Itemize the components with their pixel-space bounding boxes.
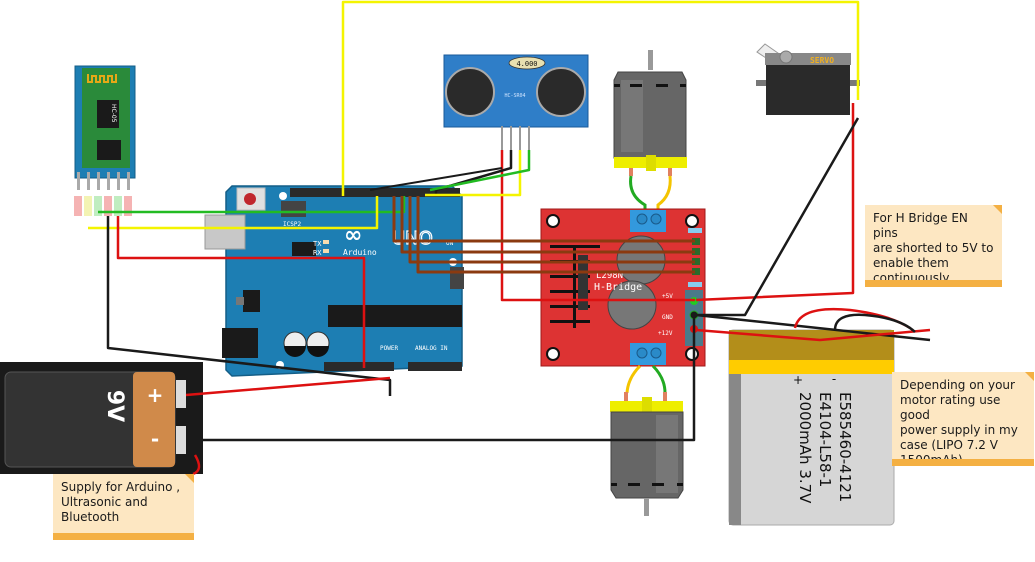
power-header (324, 362, 394, 371)
wire-9v-loop-red (192, 454, 201, 476)
wire-lipo-lead-red (793, 307, 911, 330)
battery-minus-label: - (151, 427, 159, 451)
svg-text:SERVO: SERVO (810, 56, 834, 65)
atmega-chip (328, 305, 462, 327)
svg-text:ANALOG IN: ANALOG IN (415, 345, 448, 352)
lipo-battery: + - E585460-4121 E4104-L58-1 2000mAh 3.7… (728, 329, 895, 526)
dc-motor-bottom (610, 392, 684, 516)
note-power-supply: Depending on your motor rating use good … (892, 372, 1034, 467)
wire-us-gnd-black (369, 167, 503, 191)
wire-in3-brown (408, 196, 695, 264)
svg-text:UNO: UNO (392, 228, 433, 249)
battery-plus-label: + (147, 383, 164, 407)
dc-jack (222, 328, 258, 358)
svg-text:+12V: +12V (658, 330, 673, 337)
svg-text:ON: ON (446, 240, 454, 247)
note-arduino-supply: Supply for Arduino , Ultrasonic and Blue… (53, 474, 194, 540)
battery-voltage-label: 9V (102, 390, 127, 422)
dc-motor-top (613, 50, 687, 176)
svg-text:H-Bridge: H-Bridge (594, 282, 642, 293)
wire-lipo-plus-red (695, 328, 931, 342)
wire-servo-gnd-black (696, 117, 860, 317)
analog-header (408, 362, 462, 371)
svg-text:+: + (793, 373, 803, 387)
wire-lipo-minus-black (695, 313, 931, 342)
svg-text:E4104-L58-1: E4104-L58-1 (816, 392, 834, 487)
svg-text:-: - (832, 372, 836, 386)
arduino-uno: ICSP2 TX RX ∞ UNO Arduino ON POWER ANALO… (204, 185, 464, 377)
wire-us-echo-yellow (425, 150, 522, 197)
svg-text:POWER: POWER (380, 345, 398, 352)
wire-bt-vcc-red (116, 216, 366, 368)
servo-motor: SERVO (756, 43, 860, 115)
icsp-header (450, 267, 464, 289)
svg-text:RX: RX (313, 249, 322, 257)
hc05-bluetooth: HC-05 (74, 65, 136, 216)
svg-text:GND: GND (662, 314, 673, 321)
svg-text:Arduino: Arduino (343, 248, 377, 257)
wire-us-gnd-green (429, 150, 531, 192)
svg-text:HC-SR04: HC-SR04 (504, 93, 525, 99)
svg-text:TX: TX (313, 240, 322, 248)
wire-in2-brown (400, 196, 695, 254)
svg-text:2000mAh 3.7V: 2000mAh 3.7V (796, 392, 814, 504)
wire-motor-top-yellow (656, 175, 672, 215)
icsp2-header (281, 201, 306, 217)
l298n-h-bridge: L298N H-Bridge +5V GND +12V (540, 208, 706, 367)
battery-9v: + - 9V (0, 362, 203, 474)
usb-port (204, 214, 246, 250)
wire-motor-bottom-green (651, 364, 667, 394)
icsp2-label: ICSP2 (283, 221, 301, 228)
wire-lipo-lead-black (833, 313, 916, 333)
digital-header-low (390, 188, 460, 197)
svg-text:E585460-4121: E585460-4121 (836, 392, 854, 502)
voltage-regulator (243, 290, 260, 312)
hc-sr04-ultrasonic: 4.000 HC-SR04 (443, 54, 589, 150)
wire-bt-gnd-black (106, 216, 392, 396)
wire-9v-plus-red (185, 376, 391, 397)
digital-header-high (290, 188, 390, 197)
wire-bt-rx-yellow (88, 196, 379, 230)
wire-9v-minus-black (186, 318, 696, 442)
wire-servo-signal-yellow (341, 0, 860, 196)
wire-us-trig-black (434, 150, 513, 196)
wire-us-vcc-red (500, 150, 695, 302)
wire-in4-brown (416, 196, 695, 274)
svg-text:+5V: +5V (662, 293, 673, 300)
svg-text:4.000: 4.000 (516, 60, 537, 68)
wire-servo-vcc-red (695, 103, 855, 302)
svg-text:HC-05: HC-05 (110, 104, 117, 123)
wire-in1-brown (392, 196, 695, 243)
svg-text:L298N: L298N (596, 271, 623, 281)
wire-motor-top-green (629, 175, 647, 215)
note-hbridge-en: For H Bridge EN pins are shorted to 5V t… (865, 205, 1002, 287)
wire-motor-bottom-yellow (625, 364, 642, 394)
wire-bt-tx-green (98, 196, 406, 214)
